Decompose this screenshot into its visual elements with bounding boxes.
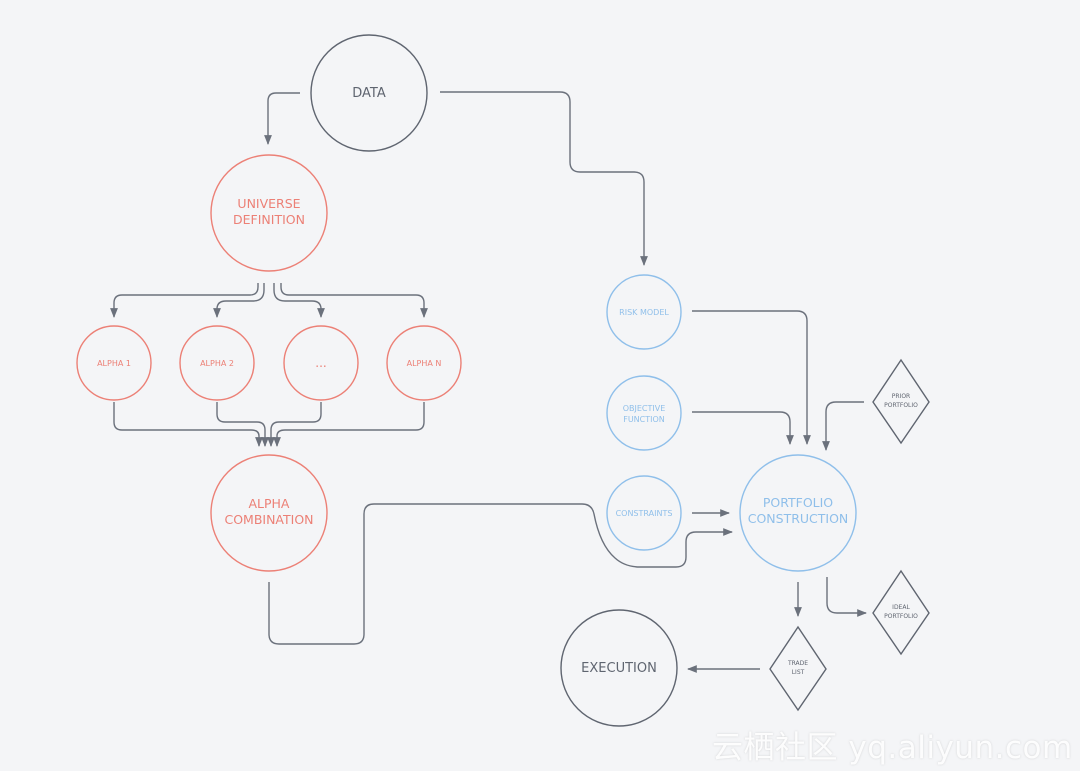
- node-alpha-ellipsis-label: ...: [315, 356, 326, 370]
- node-alpha-1: ALPHA 1: [76, 325, 152, 401]
- connector-universe-ellipsis: [273, 283, 325, 318]
- connector-alpha2-combination: [216, 402, 269, 447]
- node-prior-line1: PRIOR: [892, 393, 910, 400]
- node-alpha-combination-line2: COMBINATION: [224, 512, 313, 527]
- node-objective-line1: OBJECTIVE: [623, 404, 666, 413]
- node-universe-label-line2: DEFINITION: [233, 212, 305, 227]
- node-portfolio-line1: PORTFOLIO: [763, 495, 833, 510]
- node-ideal-portfolio: IDEAL PORTFOLIO: [872, 569, 930, 656]
- connector-prior-portfolio: [822, 401, 864, 451]
- node-alpha-combination-line1: ALPHA: [248, 496, 289, 511]
- node-constraints: CONSTRAINTS: [606, 475, 682, 551]
- connector-universe-alpha2: [213, 283, 265, 318]
- connector-portfolio-ideal: [826, 577, 867, 617]
- node-constraints-label: CONSTRAINTS: [616, 509, 673, 518]
- node-portfolio-line2: CONSTRUCTION: [748, 511, 849, 526]
- connector-objective-portfolio: [692, 411, 794, 445]
- node-trade-line1: TRADE: [787, 660, 808, 667]
- connector-risk-portfolio: [692, 310, 811, 445]
- connector-universe-alpha1: [110, 283, 259, 318]
- node-ideal-line2: PORTFOLIO: [884, 613, 918, 620]
- connector-data-universe: [264, 92, 300, 145]
- node-universe-definition: UNIVERSE DEFINITION: [210, 154, 328, 272]
- node-alpha-ellipsis: ...: [283, 325, 359, 401]
- node-universe-label-line1: UNIVERSE: [237, 196, 300, 211]
- node-execution-label: EXECUTION: [581, 661, 657, 676]
- node-data-label: DATA: [352, 86, 386, 101]
- node-alpha-n: ALPHA N: [386, 325, 462, 401]
- connector-combination-portfolio: [268, 503, 733, 645]
- node-objective-function: OBJECTIVE FUNCTION: [606, 375, 682, 451]
- node-objective-line2: FUNCTION: [623, 415, 665, 424]
- connector-alphaN-combination: [273, 402, 425, 447]
- node-prior-line2: PORTFOLIO: [884, 402, 918, 409]
- node-alpha-n-label: ALPHA N: [407, 359, 442, 368]
- watermark: 云栖社区 yq.aliyun.com: [712, 730, 1073, 766]
- node-prior-portfolio: PRIOR PORTFOLIO: [872, 358, 930, 445]
- node-alpha-1-label: ALPHA 1: [97, 359, 131, 368]
- node-execution: EXECUTION: [560, 609, 678, 727]
- node-trade-list: TRADE LIST: [769, 625, 827, 712]
- node-data: DATA: [310, 34, 428, 152]
- node-risk-model-label: RISK MODEL: [619, 308, 669, 317]
- node-alpha-2: ALPHA 2: [179, 325, 255, 401]
- node-alpha-combination: ALPHA COMBINATION: [210, 454, 328, 572]
- connector-alpha1-combination: [113, 402, 263, 447]
- node-risk-model: RISK MODEL: [606, 274, 682, 350]
- connector-universe-alphaN: [280, 283, 428, 318]
- connectors: [110, 91, 867, 673]
- node-alpha-2-label: ALPHA 2: [200, 359, 234, 368]
- node-portfolio-construction: PORTFOLIO CONSTRUCTION: [739, 454, 857, 572]
- connector-data-risk-model: [440, 91, 648, 266]
- connector-ellipsis-combination: [267, 402, 322, 447]
- node-ideal-line1: IDEAL: [892, 604, 910, 611]
- node-trade-line2: LIST: [792, 669, 805, 676]
